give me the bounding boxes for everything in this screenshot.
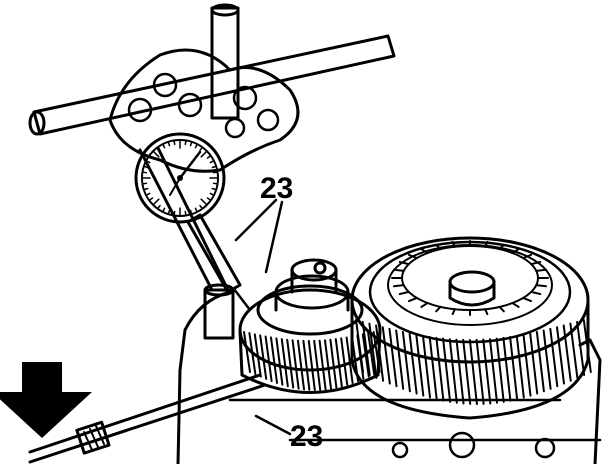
dial-indicator xyxy=(134,132,252,312)
clutch-drum-assembly xyxy=(350,236,592,420)
callout-label-upper: 23 xyxy=(260,172,293,205)
vertical-post xyxy=(210,3,240,120)
horizontal-rod xyxy=(28,34,396,136)
feeler-tool xyxy=(28,373,267,464)
callout-leaders xyxy=(234,198,292,436)
gauge-support-rod xyxy=(138,146,235,340)
callout-label-lower: 23 xyxy=(290,420,323,453)
down-arrow-icon xyxy=(0,362,92,438)
transmission-housing xyxy=(176,290,602,464)
mounting-bracket xyxy=(108,48,300,173)
